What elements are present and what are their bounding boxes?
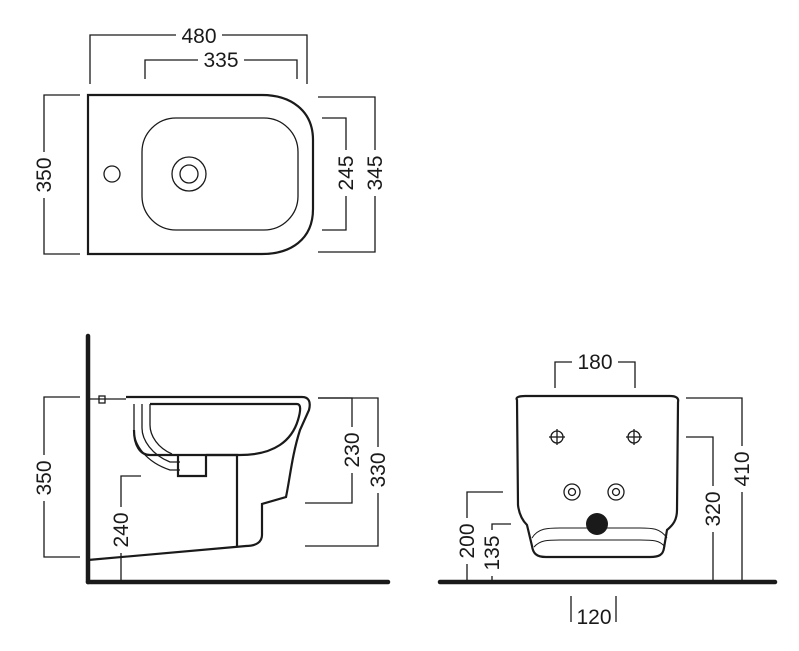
- dim-depth-bowl: 245: [322, 117, 358, 231]
- dim-height-total-label: 410: [731, 451, 754, 486]
- dim-height-low-label: 240: [110, 512, 133, 547]
- dim-height-waste-label: 135: [481, 535, 504, 570]
- front-view: 180 320 410 200 135 120: [437, 350, 778, 629]
- dim-depth-rim-label: 345: [364, 155, 387, 190]
- fixing-bolt-nut: [98, 395, 106, 404]
- dim-width-total: 480: [89, 23, 308, 84]
- dim-height-low: 240: [109, 475, 141, 582]
- dim-height-top-label: 350: [33, 460, 56, 495]
- dim-depth-total: 350: [32, 94, 80, 255]
- waste-outlet-icon: [586, 513, 608, 535]
- side-view-outlet: [176, 455, 208, 478]
- side-view-outline: [87, 395, 311, 562]
- side-view-pipe-1: [133, 404, 180, 471]
- dim-height-inlet: 200: [455, 491, 503, 582]
- dim-height-front: 330: [305, 397, 390, 547]
- front-view-base-inner: [533, 539, 666, 548]
- dim-depth-total-label: 350: [33, 157, 56, 192]
- dim-width-bowl: 335: [144, 48, 298, 79]
- dim-bolt-spacing: 180: [554, 350, 636, 388]
- drain-inner-icon: [179, 164, 199, 184]
- drain-outer-icon: [171, 156, 207, 192]
- dim-height-inlet-label: 200: [456, 523, 479, 558]
- dim-bowl-depth-label: 230: [341, 432, 364, 467]
- side-view-bowl: [132, 402, 302, 457]
- dim-width-bowl-label: 335: [203, 49, 238, 72]
- dim-waste-spacing-label: 120: [576, 606, 611, 629]
- top-view-bowl: [141, 117, 299, 231]
- dim-bowl-depth: 230: [305, 397, 364, 504]
- dim-height-outlet: 320: [686, 436, 725, 582]
- side-view: 350 240 230 330: [32, 333, 391, 585]
- dim-height-total: 410: [686, 397, 754, 582]
- dim-height-front-label: 330: [367, 452, 390, 487]
- dim-height-top: 350: [32, 396, 80, 558]
- dim-depth-rim: 345: [318, 96, 387, 253]
- side-view-pipe-3: [149, 404, 173, 455]
- top-view-outline: [86, 93, 315, 256]
- inlet-right-icon: [607, 483, 625, 501]
- side-view-pipe-2: [141, 404, 180, 463]
- inlet-left-icon: [563, 483, 581, 501]
- dim-width-total-label: 480: [181, 25, 216, 48]
- dim-bolt-spacing-label: 180: [577, 351, 612, 374]
- bolt-hole-left-icon: [549, 429, 565, 445]
- side-view-waste-body: [206, 453, 239, 546]
- dim-height-outlet-label: 320: [702, 491, 725, 526]
- top-view: 480 335 350 245 345: [32, 23, 387, 256]
- front-view-outline: [515, 394, 680, 559]
- bolt-hole-right-icon: [626, 429, 642, 445]
- tap-hole-icon: [103, 165, 121, 183]
- dim-waste-spacing: 120: [570, 596, 617, 629]
- dim-height-waste: 135: [480, 523, 511, 582]
- dim-depth-bowl-label: 245: [335, 155, 358, 190]
